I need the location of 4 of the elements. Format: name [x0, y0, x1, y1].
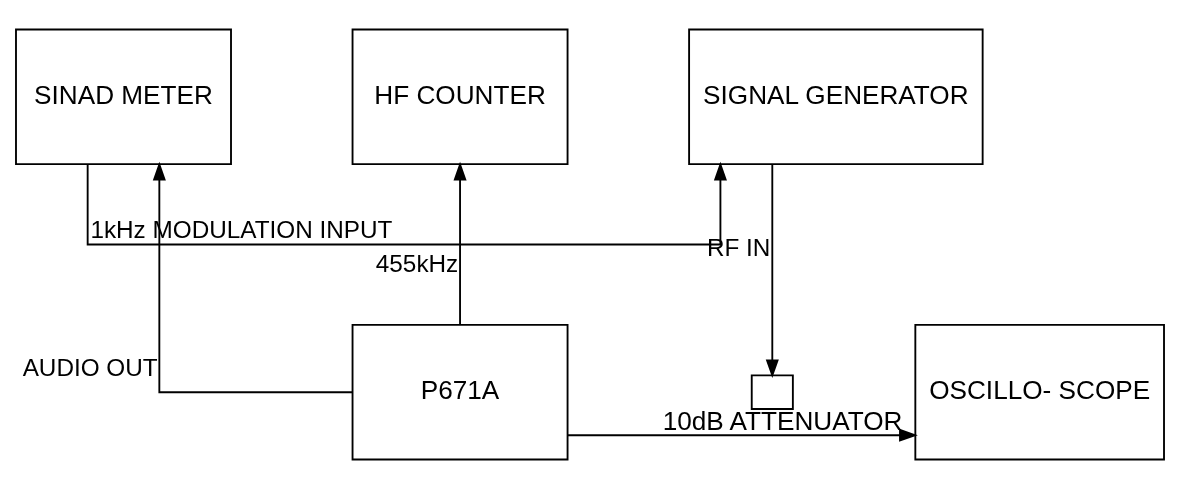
edge-label: 455kHz	[375, 249, 459, 277]
edge-label: AUDIO OUT	[22, 353, 158, 381]
node-label: 10dB ATTENUATOR	[662, 405, 903, 436]
edge-label: RF IN	[706, 233, 771, 261]
